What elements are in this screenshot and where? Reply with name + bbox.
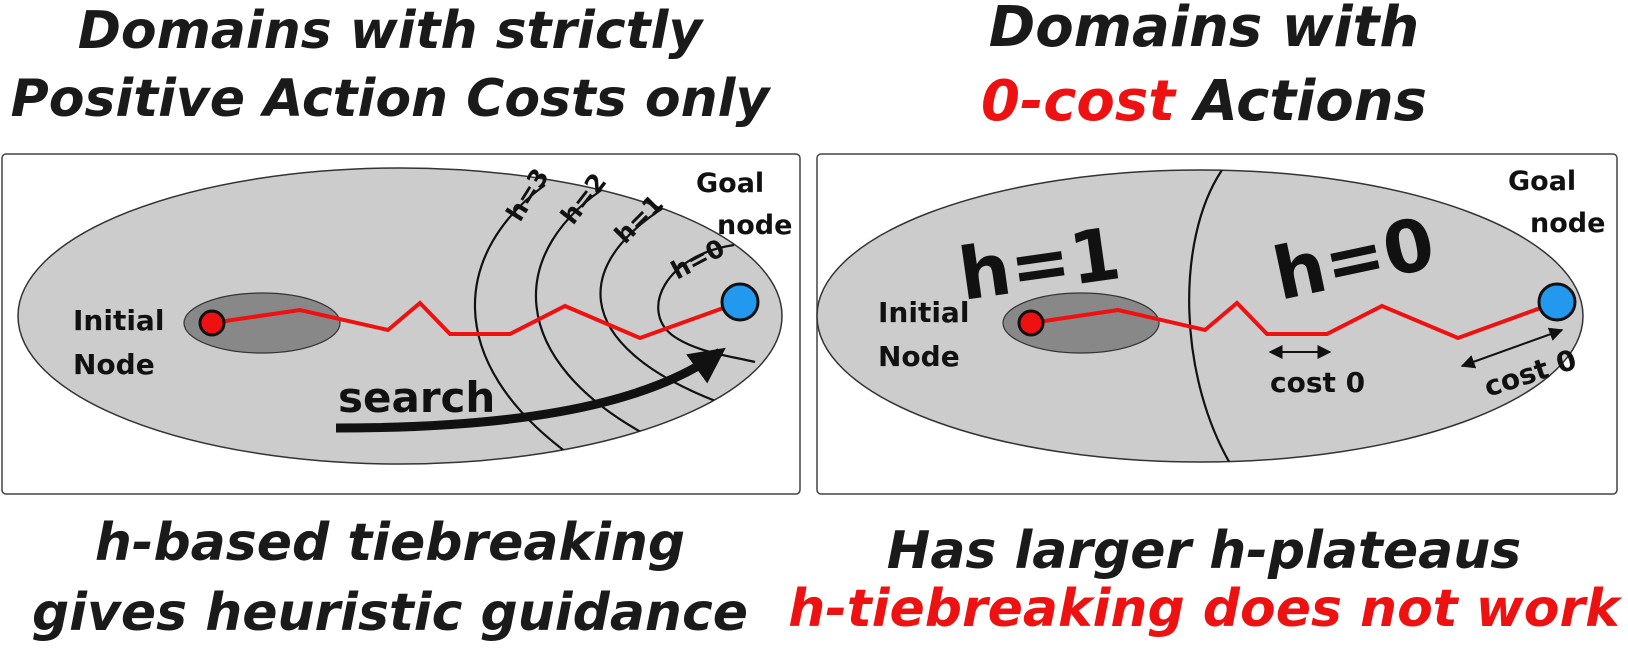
left-heading: Domains with strictly Positive Action Co… (0, 5, 780, 125)
left-heading-line2: Positive Action Costs only (10, 69, 770, 129)
right-solution-path (1030, 300, 1558, 341)
left-solution-path (211, 300, 741, 341)
right-start-region (1002, 292, 1160, 354)
right-heading-rest: Actions (1175, 69, 1427, 134)
search-arrow (335, 347, 726, 433)
left-heading-line1: Domains with strictly (77, 1, 703, 61)
right-initial-node (1017, 309, 1045, 337)
left-goal-label-1: Goal (696, 168, 764, 199)
right-caption-line1: Has larger h-plateaus (886, 521, 1522, 581)
cost-arrow-b (1460, 327, 1564, 369)
right-caption: Has larger h-plateaus h-tiebreaking does… (780, 525, 1628, 635)
left-goal-label-2: node (717, 210, 792, 241)
left-initial-node (198, 309, 226, 337)
left-caption-line2: gives heuristic guidance (31, 583, 749, 643)
left-panel: h=3 h=2 h=1 h=0 Initial Node Goal node s… (1, 153, 801, 495)
right-heading-line1: Domains with (988, 0, 1420, 60)
search-label: search (338, 373, 495, 422)
left-search-space (17, 167, 783, 465)
left-goal-node (720, 282, 760, 322)
right-heading-line2: 0-cost Actions (780, 74, 1628, 130)
left-start-region (183, 292, 341, 354)
left-initial-label-1: Initial (73, 304, 164, 337)
right-heading: Domains with 0-cost Actions (780, 0, 1628, 130)
right-goal-node (1537, 282, 1577, 322)
left-caption-line1: h-based tiebreaking (94, 513, 686, 573)
right-goal-label-2: node (1530, 208, 1605, 239)
right-initial-label-2: Node (878, 340, 960, 373)
left-caption: h-based tiebreaking gives heuristic guid… (0, 517, 780, 639)
zero-cost-emphasis: 0-cost (981, 69, 1176, 134)
cost-label-a: cost 0 (1270, 366, 1365, 399)
right-caption-line2: h-tiebreaking does not work (788, 579, 1620, 639)
right-search-space (816, 169, 1584, 463)
left-initial-label-2: Node (73, 348, 155, 381)
right-initial-label-1: Initial (878, 296, 969, 329)
right-goal-label-1: Goal (1508, 166, 1576, 197)
plateau-boundary (1188, 170, 1235, 462)
right-panel: h=1 h=0 Initial Node Goal node cost 0 co… (816, 153, 1618, 495)
